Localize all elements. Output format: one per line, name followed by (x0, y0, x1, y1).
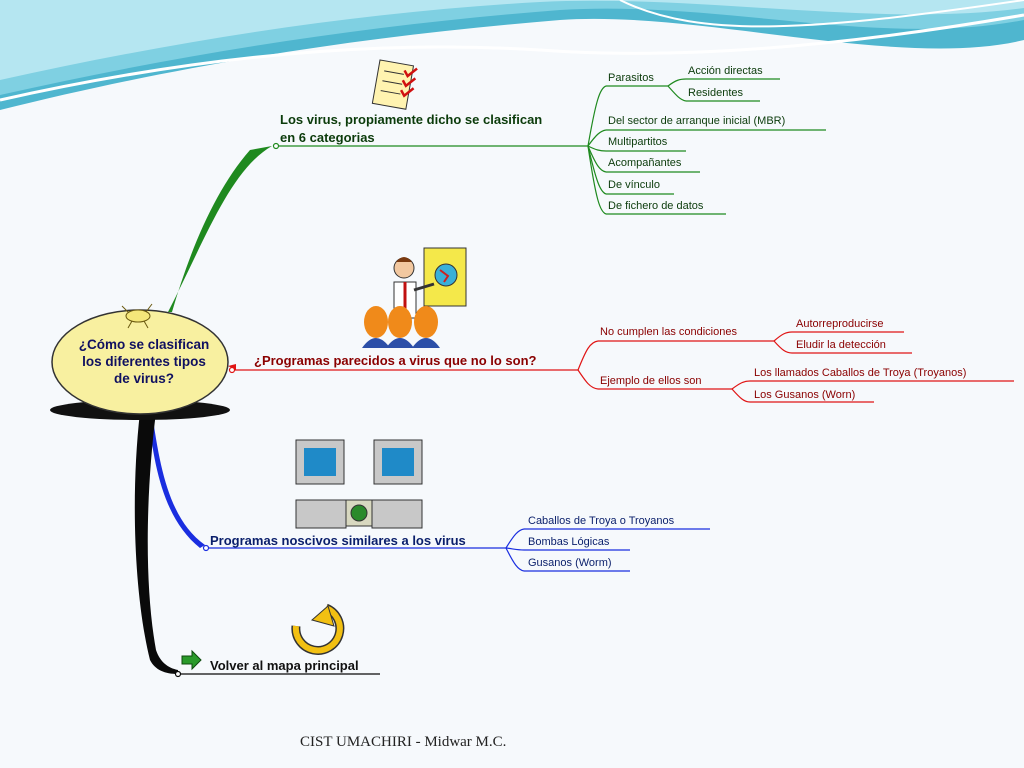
node-acompanantes[interactable]: Acompañantes (608, 157, 682, 169)
node-eludir-deteccion[interactable]: Eludir la detección (796, 339, 886, 351)
node-sector-arranque[interactable]: Del sector de arranque inicial (MBR) (608, 115, 786, 127)
node-de-vinculo[interactable]: De vínculo (608, 179, 660, 191)
node-caballos-troya[interactable]: Los llamados Caballos de Troya (Troyanos… (754, 367, 967, 379)
central-line-2: los diferentes tipos (82, 354, 206, 369)
node-residentes[interactable]: Residentes (688, 87, 744, 99)
green-branch (272, 78, 826, 215)
black-main-branch (134, 412, 178, 674)
red-branch (228, 331, 1014, 403)
checklist-icon (371, 59, 418, 110)
node-no-cumplen[interactable]: No cumplen las condiciones (600, 326, 737, 338)
slide-footer: CIST UMACHIRI - Midwar M.C. (300, 734, 507, 750)
central-line-1: ¿Cómo se clasifican (78, 337, 210, 352)
node-parasitos[interactable]: Parasitos (608, 72, 654, 84)
circular-arrow-icon (291, 603, 345, 655)
blue-branch (202, 528, 710, 572)
node-gusanos-worn[interactable]: Los Gusanos (Worn) (754, 389, 856, 401)
back-to-main-map-link[interactable]: Volver al mapa principal (210, 658, 359, 673)
networked-computers-icon (295, 439, 423, 529)
green-branch-title-line-2[interactable]: en 6 categorias (280, 130, 375, 145)
red-branch-title[interactable]: ¿Programas parecidos a virus que no lo s… (254, 353, 537, 368)
node-gusanos-worm[interactable]: Gusanos (Worm) (528, 557, 612, 569)
bug-icon (121, 303, 153, 329)
blue-main-branch (148, 412, 205, 548)
blue-branch-title[interactable]: Programas noscivos similares a los virus (210, 533, 466, 548)
node-autorreproducirse[interactable]: Autorreproducirse (796, 318, 884, 330)
green-branch-title-line-1[interactable]: Los virus, propiamente dicho se clasific… (280, 112, 543, 127)
node-multipartitos[interactable]: Multipartitos (608, 136, 668, 148)
header-waves (0, 0, 1024, 110)
green-main-branch (168, 146, 272, 312)
node-bombas-logicas[interactable]: Bombas Lógicas (528, 536, 610, 548)
node-caballos-troyanos[interactable]: Caballos de Troya o Troyanos (528, 515, 675, 527)
arrow-right-icon (181, 649, 202, 671)
central-line-3: de virus? (113, 371, 175, 386)
node-ejemplo[interactable]: Ejemplo de ellos son (600, 375, 702, 387)
node-fichero-datos[interactable]: De fichero de datos (608, 200, 704, 212)
presenter-icon (362, 247, 467, 348)
central-node-label: ¿Cómo se clasifican los diferentes tipos… (56, 336, 232, 387)
node-accion-directas[interactable]: Acción directas (688, 65, 763, 77)
black-branch (174, 670, 380, 678)
